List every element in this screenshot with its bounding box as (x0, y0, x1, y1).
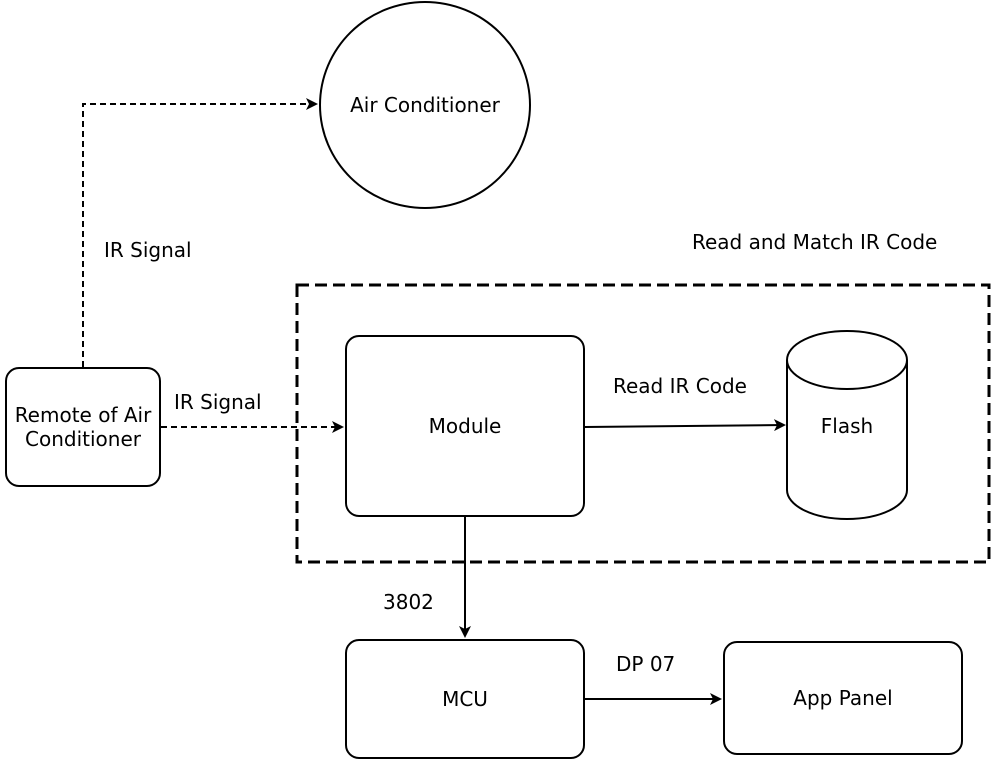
flash-label: Flash (820, 414, 874, 438)
group-frame (295, 283, 991, 564)
edge-label-ir-signal-top: IR Signal (104, 238, 192, 262)
edge-module-to-flash (584, 419, 786, 432)
module-label: Module (428, 414, 502, 438)
mcu-node: MCU (345, 639, 585, 759)
remote-node: Remote of Air Conditioner (5, 367, 161, 487)
edge-label-3802: 3802 (383, 590, 434, 614)
air-conditioner-label: Air Conditioner (350, 93, 500, 117)
edge-label-read-ir-code: Read IR Code (613, 374, 747, 398)
mcu-label: MCU (442, 687, 488, 711)
air-conditioner-node: Air Conditioner (319, 1, 531, 209)
edge-label-ir-signal-side: IR Signal (174, 390, 262, 414)
edge-label-dp-07: DP 07 (616, 652, 676, 676)
remote-label: Remote of Air Conditioner (14, 403, 152, 451)
app-panel-node: App Panel (723, 641, 963, 755)
flash-cylinder-shape (786, 330, 908, 520)
group-title: Read and Match IR Code (692, 230, 938, 254)
module-node: Module (345, 335, 585, 517)
app-panel-label: App Panel (793, 686, 893, 710)
edge-remote-to-ac (82, 98, 318, 367)
